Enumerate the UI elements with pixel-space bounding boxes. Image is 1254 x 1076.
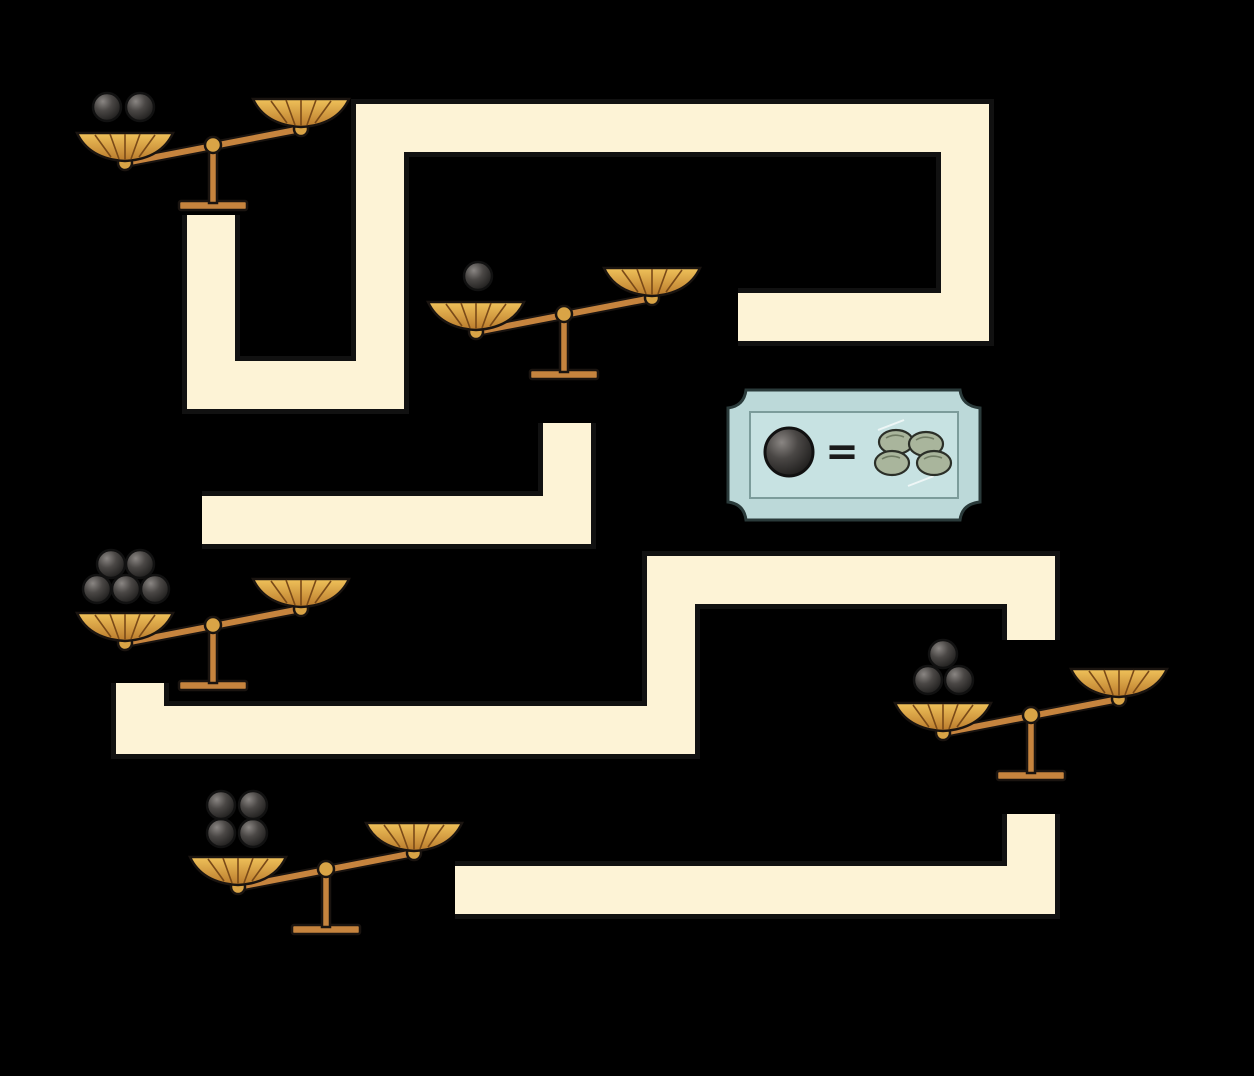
- scale-3[interactable]: [77, 548, 349, 690]
- ball-stack: [462, 260, 494, 292]
- scale-1[interactable]: [77, 91, 349, 210]
- ball-stack: [91, 91, 156, 123]
- track-3: [111, 551, 1060, 759]
- ball-stack: [81, 548, 171, 605]
- track-4: [455, 814, 1060, 919]
- ball-icon: [81, 573, 113, 605]
- scale-2[interactable]: [428, 260, 700, 379]
- legend-card: =: [726, 388, 982, 522]
- track-1: [182, 99, 994, 414]
- track-2: [202, 423, 596, 549]
- ball-icon: [95, 548, 127, 580]
- ball-icon: [110, 573, 142, 605]
- ball-icon: [205, 789, 237, 821]
- ball-icon: [237, 789, 269, 821]
- ball-icon: [943, 664, 975, 696]
- ball-stack: [912, 638, 975, 696]
- ball-icon: [124, 91, 156, 123]
- rock-icon: [915, 449, 953, 477]
- ball-stack: [205, 789, 269, 849]
- ball-icon: [927, 638, 959, 670]
- ball-icon: [237, 817, 269, 849]
- ball-icon: [124, 548, 156, 580]
- ball-icon: [912, 664, 944, 696]
- ball-icon: [91, 91, 123, 123]
- rock-icon: [873, 449, 911, 477]
- ball-icon: [763, 426, 815, 478]
- equals-sign: =: [825, 429, 859, 475]
- scale-4[interactable]: [895, 638, 1167, 780]
- ball-icon: [205, 817, 237, 849]
- ball-icon: [462, 260, 494, 292]
- scale-5[interactable]: [190, 789, 462, 934]
- ball-icon: [139, 573, 171, 605]
